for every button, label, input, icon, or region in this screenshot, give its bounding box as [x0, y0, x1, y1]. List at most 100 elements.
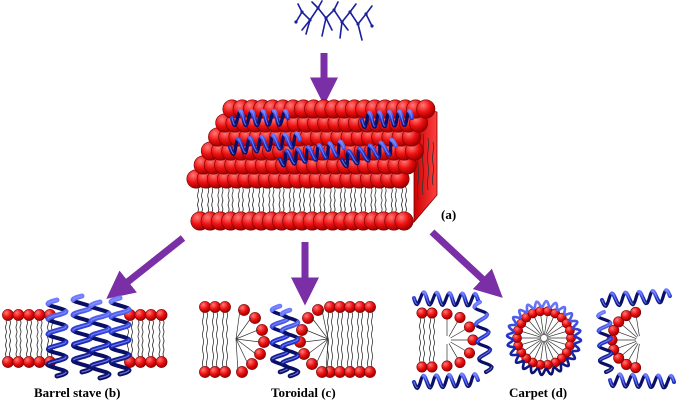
lipid-head: [620, 358, 632, 370]
lipid-head: [258, 336, 270, 348]
lipid-head: [209, 301, 221, 313]
lipid-head: [155, 356, 168, 368]
lipid-tail: [148, 320, 150, 339]
lipid-tail: [307, 338, 329, 355]
lipid-head: [354, 366, 366, 378]
lipid-tail: [148, 338, 150, 357]
lipid-tail: [367, 311, 369, 339]
lipid-head: [426, 361, 438, 373]
lipid-tail: [423, 317, 425, 341]
lipid-head: [613, 352, 625, 364]
helix-highlight: [90, 301, 110, 379]
lipid-tail: [152, 338, 154, 357]
lipid-tail: [321, 309, 329, 340]
lipid-head: [344, 301, 356, 313]
lipid-tail: [202, 311, 204, 339]
lipid-tail: [212, 311, 214, 339]
peptide-atom: [370, 24, 374, 28]
peptide-side-chain: [357, 23, 363, 41]
lipid-head: [441, 360, 453, 372]
lipid-tail: [152, 320, 154, 339]
barrel-stave-model: [2, 293, 168, 381]
lipid-tail: [357, 311, 359, 339]
lipid-head: [33, 309, 46, 321]
peptide-atom: [356, 22, 360, 26]
lipid-head: [334, 301, 346, 313]
peptide-atom: [294, 20, 298, 24]
lipid-tail: [361, 337, 363, 368]
label-toroidal: Toroidal (c): [271, 385, 336, 400]
helix-ring: [505, 299, 583, 377]
lipid-head: [613, 316, 625, 328]
lipid-head: [236, 366, 248, 378]
lipid-head: [12, 356, 25, 368]
lipid-tail: [347, 311, 349, 339]
lipid-tail: [222, 337, 224, 368]
lipid-tail: [357, 337, 359, 368]
lipid-tail: [331, 337, 333, 368]
lipid-tail: [206, 311, 208, 339]
label-barrel-stave: Barrel stave (b): [34, 385, 121, 400]
lipid-tail: [423, 339, 425, 363]
lipid-head: [249, 312, 261, 324]
lipid-tail: [325, 338, 329, 373]
lipid-head: [620, 310, 632, 322]
lipid-tail: [235, 338, 249, 365]
peptide-side-chain: [339, 21, 343, 39]
lipid-tail: [371, 311, 373, 339]
helix-highlight: [110, 297, 130, 375]
lipid-tail: [361, 311, 363, 339]
label-a: (a): [441, 207, 457, 222]
lipid-tail: [26, 320, 28, 339]
lipid-tail: [36, 338, 39, 357]
main-membrane-block: [186, 99, 438, 231]
lipid-tail: [327, 311, 329, 339]
lipid-tail: [137, 338, 140, 357]
lipid-head: [416, 307, 428, 319]
lipid-tail: [367, 337, 369, 368]
lipid-head: [238, 304, 250, 316]
lipid-head: [296, 324, 308, 336]
peptide-atom: [332, 8, 336, 12]
lipid-tail: [303, 338, 329, 343]
lipid-head: [316, 366, 328, 378]
lipid-head: [199, 366, 211, 378]
peptide-side-chain: [349, 3, 357, 13]
peptide-atom: [316, 6, 320, 10]
helix-highlight: [361, 110, 413, 128]
arrow-to-barrel: [106, 235, 186, 299]
peptide-atom: [348, 10, 352, 14]
lipid-tail: [235, 329, 259, 340]
lipid-tail: [305, 329, 329, 340]
lipid-head: [254, 348, 266, 360]
helix-highlight: [231, 110, 289, 126]
lipid-tail: [19, 338, 22, 357]
lipid-head: [324, 301, 336, 313]
lipid-tail: [429, 317, 431, 341]
lipid-head: [416, 361, 428, 373]
lipid-tail: [202, 337, 204, 368]
lipid-tail: [226, 337, 228, 368]
lipid-head: [312, 304, 324, 316]
peptide-side-chain: [321, 17, 327, 37]
lipid-tail: [5, 320, 7, 339]
helix-highlight: [279, 141, 345, 166]
lipid-tail: [337, 337, 339, 368]
lipid-tail: [351, 337, 353, 368]
lipid-head: [464, 321, 476, 333]
lipid-tail: [235, 309, 241, 340]
lipid-tail: [341, 337, 343, 368]
lipid-head: [209, 366, 221, 378]
lipid-head: [145, 356, 157, 368]
lipid-tail: [429, 339, 431, 363]
lipid-head: [306, 358, 318, 370]
lipid-tail: [9, 320, 11, 339]
helix-highlight: [601, 289, 671, 307]
lipid-tail: [433, 317, 435, 341]
lipid-tail: [433, 339, 435, 363]
lipid-head: [454, 357, 466, 369]
helix-highlight: [341, 139, 397, 167]
peptide-atom: [340, 20, 344, 24]
lipid-head: [630, 362, 642, 374]
lipid-head: [33, 356, 46, 368]
